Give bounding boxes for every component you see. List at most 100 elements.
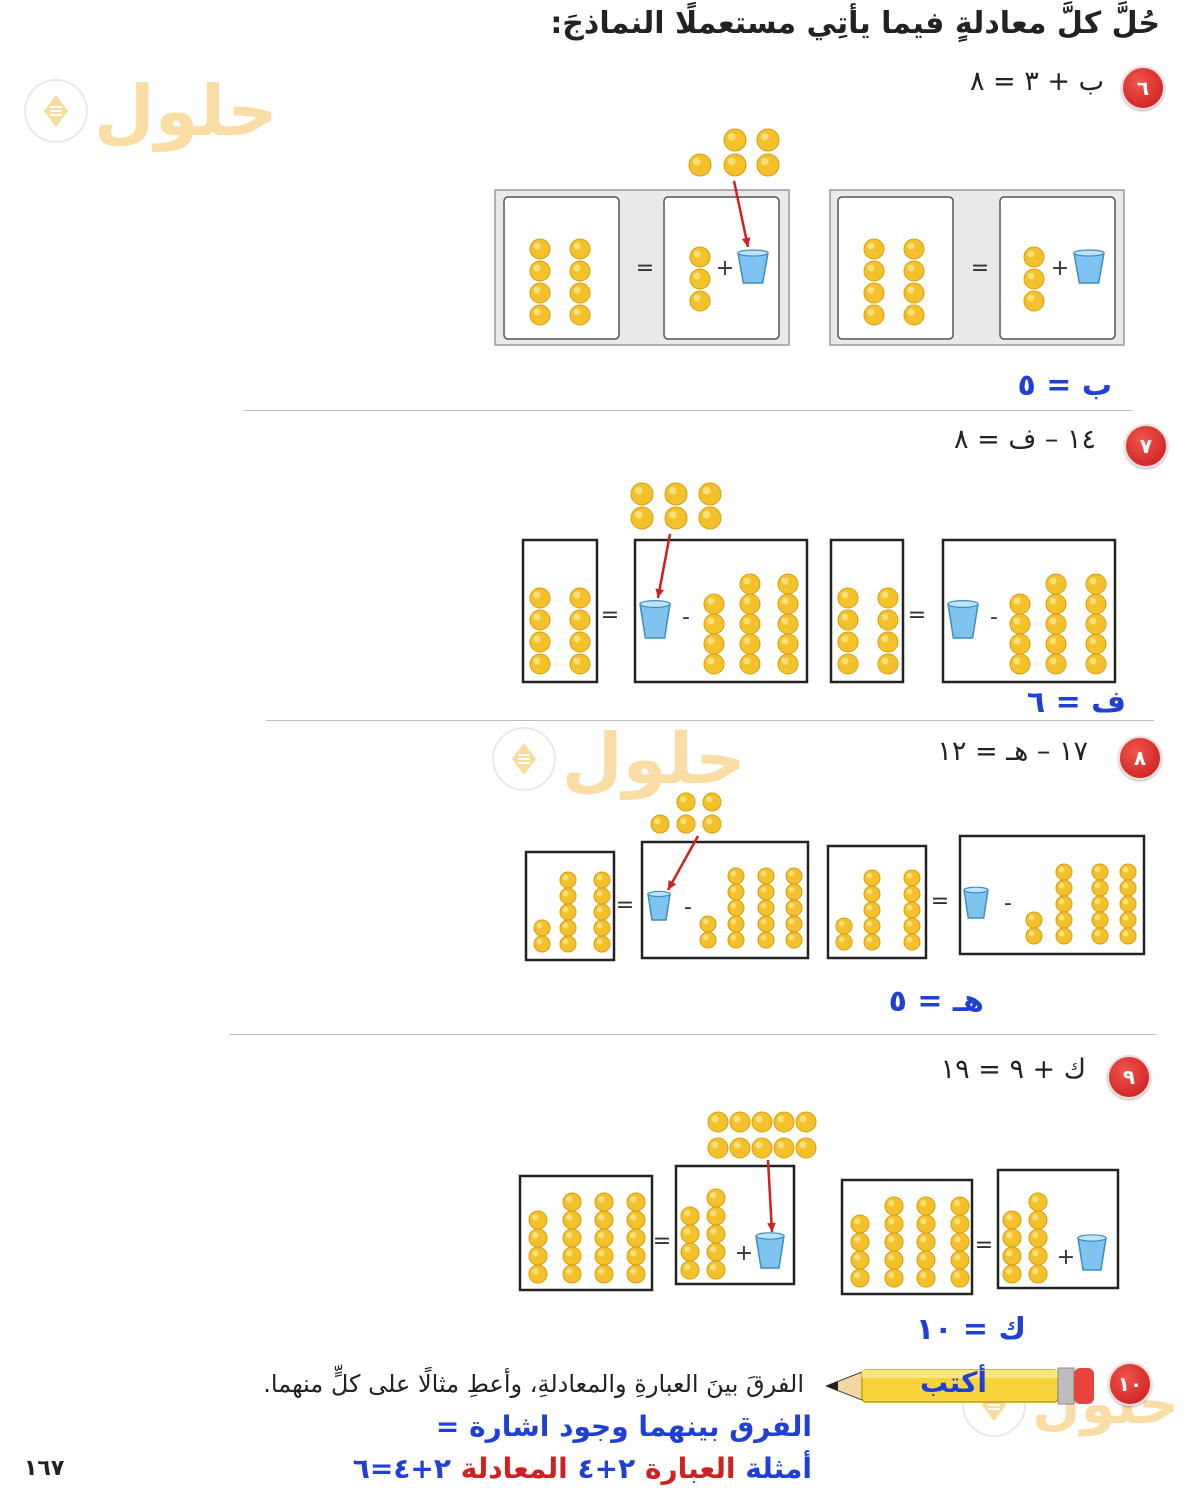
move-arrow xyxy=(666,835,700,891)
counter-dot xyxy=(626,1246,646,1266)
counter-dot xyxy=(1023,290,1045,312)
counter-dot xyxy=(863,869,881,887)
model-box xyxy=(941,538,1117,684)
counter-dot xyxy=(777,633,799,655)
counter-dot xyxy=(835,917,853,935)
counter-dot xyxy=(863,238,885,260)
counter-dot xyxy=(1045,613,1067,635)
counter-dot xyxy=(850,1232,870,1252)
counter-dot xyxy=(863,282,885,304)
problem-answer: ك = ١٠ xyxy=(915,1312,1026,1347)
counter-dot xyxy=(1119,863,1137,881)
section-divider xyxy=(230,1034,1156,1035)
operator-sign: - xyxy=(990,605,998,630)
counter-dot xyxy=(863,885,881,903)
operator-sign: = xyxy=(616,893,634,918)
counter-dot xyxy=(950,1268,970,1288)
counter-dot xyxy=(707,1137,729,1159)
counter-dot xyxy=(529,282,551,304)
counter-dot xyxy=(569,587,591,609)
counter-dot xyxy=(727,867,745,885)
counter-dot xyxy=(706,1188,726,1208)
counter-dot xyxy=(593,903,611,921)
counter-dot xyxy=(1055,863,1073,881)
counter-dot xyxy=(689,290,711,312)
writing-prompt: الفرقَ بينَ العبارةِ والمعادلةِ، وأعطِ م… xyxy=(263,1370,804,1398)
counter-dot xyxy=(757,899,775,917)
problem-answer: ف = ٦ xyxy=(1026,685,1126,720)
counter-dot xyxy=(723,153,747,177)
counter-dot xyxy=(739,613,761,635)
counter-dot xyxy=(528,1246,548,1266)
counter-dot xyxy=(1028,1264,1048,1284)
writing-label: أكتب xyxy=(920,1366,987,1399)
equation-model: =-=- xyxy=(522,790,1150,965)
counter-dot xyxy=(1025,927,1043,945)
counter-dot xyxy=(562,1264,582,1284)
counter-dot xyxy=(1025,911,1043,929)
counter-dot xyxy=(706,1206,726,1226)
counter-dot xyxy=(1009,613,1031,635)
counter-dot xyxy=(916,1232,936,1252)
counter-dot xyxy=(1119,911,1137,929)
counter-dot xyxy=(723,128,747,152)
page-number: ١٦٧ xyxy=(24,1456,65,1481)
counter-dot xyxy=(676,792,696,812)
counter-dot xyxy=(650,814,670,834)
counter-dot xyxy=(594,1192,614,1212)
counter-dot xyxy=(903,282,925,304)
counter-dot xyxy=(773,1137,795,1159)
counter-dot xyxy=(863,260,885,282)
counter-dot xyxy=(1009,653,1031,675)
counter-dot xyxy=(562,1210,582,1230)
operator-sign: = xyxy=(931,889,949,914)
counter-dot xyxy=(795,1111,817,1133)
counter-dot xyxy=(1045,573,1067,595)
counter-dot xyxy=(569,238,591,260)
counter-dot xyxy=(1045,653,1067,675)
counter-dot xyxy=(877,587,899,609)
counter-dot xyxy=(688,153,712,177)
counter-dot xyxy=(850,1214,870,1234)
counter-dot xyxy=(569,282,591,304)
counter-dot xyxy=(1023,246,1045,268)
operator-sign: + xyxy=(735,1241,753,1266)
counter-dot xyxy=(903,260,925,282)
counter-dot xyxy=(1119,879,1137,897)
operator-sign: = xyxy=(601,603,619,628)
counter-dot xyxy=(903,869,921,887)
counter-dot xyxy=(903,304,925,326)
counter-dot xyxy=(593,919,611,937)
counter-dot xyxy=(1023,268,1045,290)
counter-dot xyxy=(777,593,799,615)
problem-number-badge: ١٠ xyxy=(1108,1362,1152,1406)
counter-dot xyxy=(1091,927,1109,945)
counter-dot xyxy=(785,931,803,949)
examples-label: أمثلة xyxy=(735,1452,812,1485)
counter-dot xyxy=(594,1228,614,1248)
counter-dot xyxy=(529,260,551,282)
counter-dot xyxy=(756,153,780,177)
counter-dot xyxy=(698,506,722,530)
counter-dot xyxy=(751,1137,773,1159)
counter-dot xyxy=(698,482,722,506)
counter-dot xyxy=(1119,927,1137,945)
counter-dot xyxy=(594,1264,614,1284)
counter-dot xyxy=(703,613,725,635)
cup-icon xyxy=(963,886,989,919)
counter-dot xyxy=(777,573,799,595)
counter-dot xyxy=(756,128,780,152)
counter-dot xyxy=(528,1210,548,1230)
writing-answer-line-1: الفرق بينهما وجود اشارة = xyxy=(435,1410,812,1443)
counter-dot xyxy=(757,931,775,949)
counter-dot xyxy=(785,915,803,933)
problem-equation: ب + ٣ = ٨ xyxy=(969,66,1104,97)
counter-dot xyxy=(1085,593,1107,615)
problem-answer: هـ = ٥ xyxy=(888,984,984,1019)
watermark-logo: حلول xyxy=(24,70,278,152)
counter-dot xyxy=(835,933,853,951)
counter-dot xyxy=(529,653,551,675)
counter-dot xyxy=(703,633,725,655)
counter-dot xyxy=(884,1214,904,1234)
counter-dot xyxy=(702,792,722,812)
